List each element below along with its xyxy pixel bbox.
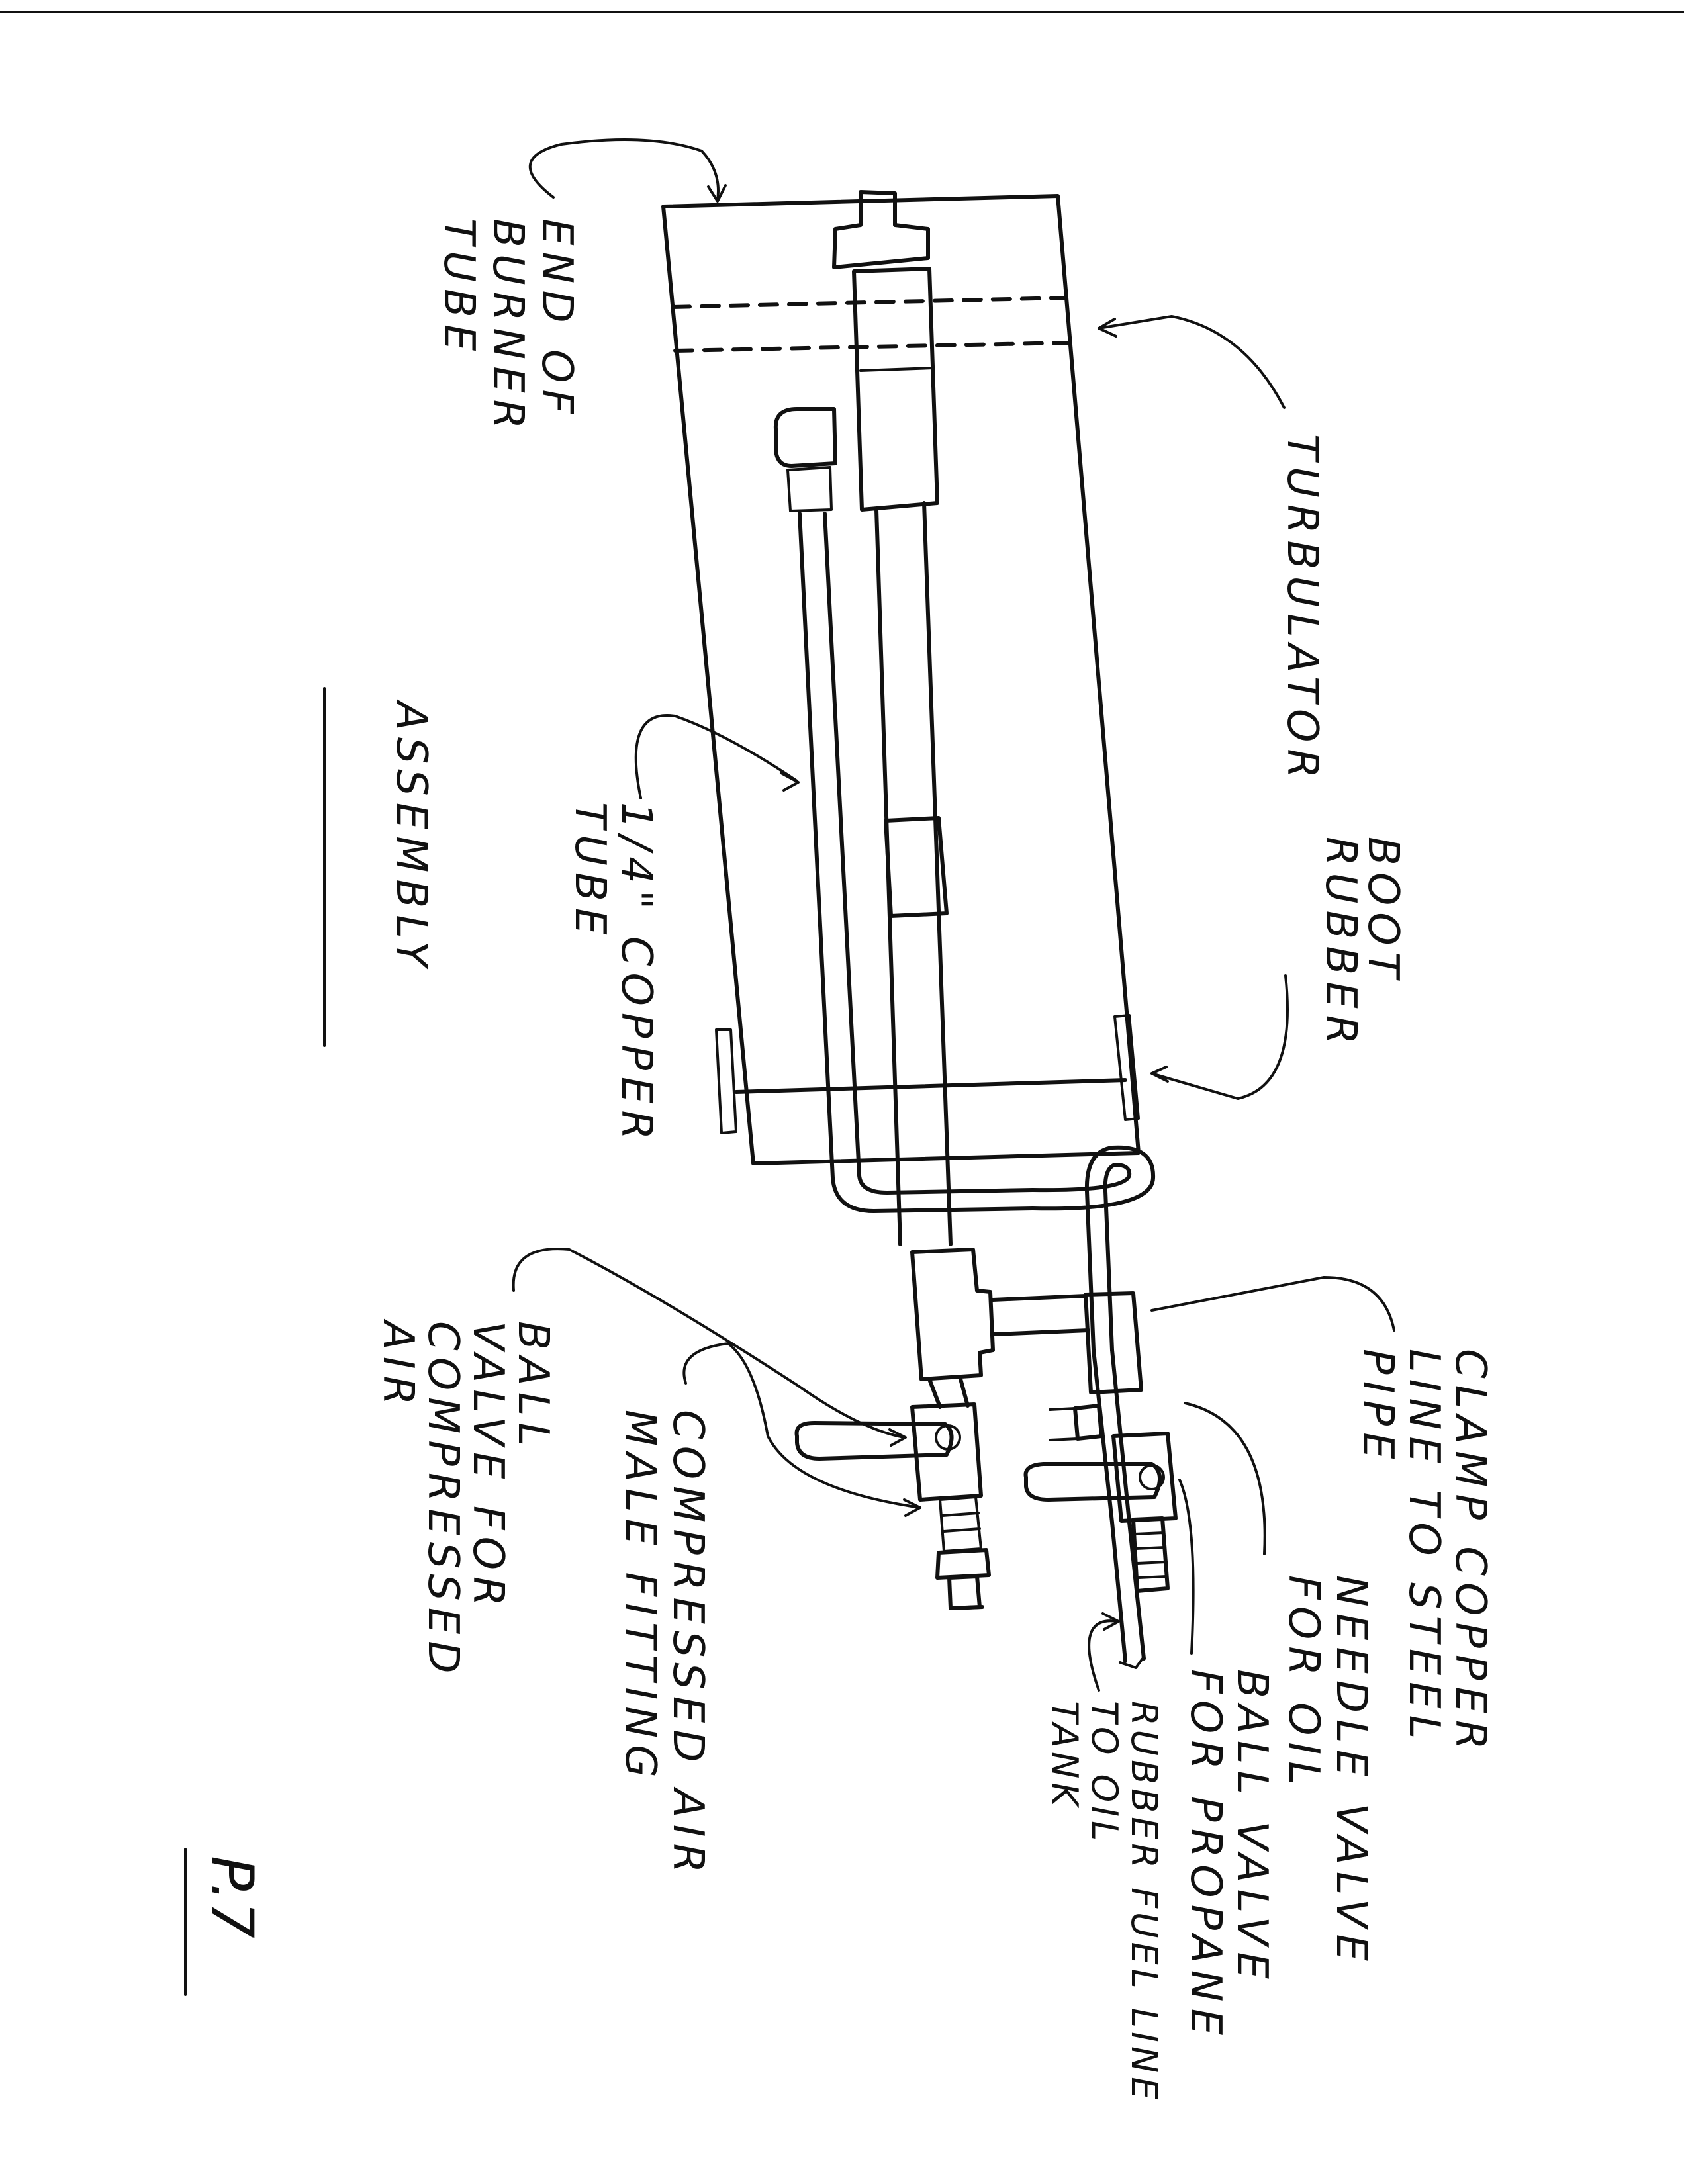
label-line: BURNER [483,218,532,435]
label-line: PIPE [1353,1349,1402,1466]
label-line: RUBBER [1316,837,1365,1051]
label-assembly-title: ASSEMBLY [323,687,436,1047]
label-copper-tube: 1/4" COPPER TUBE [565,802,661,1146]
label-line: 1/4" COPPER [612,802,661,1146]
label-needle-valve: NEEDLE VALVE FOR OIL [1279,1575,1376,1968]
label-line: FOR OIL [1279,1575,1328,1792]
label-line: END OF [532,218,581,420]
label-line: TANK [1044,1701,1086,1810]
label-line: LINE TO STEEL [1399,1349,1448,1745]
needle-valve [1131,1516,1170,1593]
label-line: TUBE [434,218,483,357]
label-line: BALL VALVE [1227,1669,1276,1985]
label-compressed-air-fitting: COMPRESSED AIR MALE FITTING [616,1410,712,1880]
label-line: BALL [508,1321,557,1453]
label-line: TURBULATOR [1278,434,1327,785]
label-end-of-burner-tube: END OF BURNER TUBE [434,218,581,435]
label-line: TUBE [565,802,614,941]
page-number-text: P.7 [198,1856,266,1938]
label-line: TO OIL [1084,1701,1125,1844]
ball-valve-propane [1023,1404,1178,1523]
label-line: MALE FITTING [616,1410,665,1784]
label-line: BOOT [1358,837,1407,985]
label-line: CLAMP COPPER [1446,1349,1495,1756]
label-rubber-fuel-line: RUBBER FUEL LINE TO OIL TANK [1044,1701,1165,2103]
label-line: NEEDLE VALVE [1327,1575,1376,1968]
rubber-fuel-line [1092,1348,1127,1663]
tee-fitting [910,1248,1090,1381]
label-line: RUBBER FUEL LINE [1123,1701,1165,2103]
label-line: COMPRESSED AIR [663,1410,712,1880]
label-line: VALVE FOR [463,1321,512,1612]
label-turbulator: TURBULATOR [1278,434,1327,785]
burner-tube [661,194,1141,1165]
copper-tube [773,407,1156,1352]
clamp [1084,1291,1143,1394]
label-rubber-boot: RUBBER BOOT [1316,837,1407,1051]
label-clamp: CLAMP COPPER LINE TO STEEL PIPE [1353,1349,1495,1756]
turbulator [832,190,953,1246]
label-line: COMPRESSED [418,1321,467,1680]
rubber-boot [734,1078,1127,1094]
label-ball-valve-propane: BALL VALVE FOR PROPANE [1181,1669,1276,2042]
label-ball-valve-air: BALL VALVE FOR COMPRESSED AIR [373,1318,557,1680]
leader-lines [512,138,1395,1692]
page-number: P.7 [184,1848,266,1996]
label-line: AIR [373,1318,422,1412]
label-line: FOR PROPANE [1181,1669,1230,2042]
air-male-fitting [935,1548,991,1610]
page-title: ASSEMBLY [387,699,436,974]
